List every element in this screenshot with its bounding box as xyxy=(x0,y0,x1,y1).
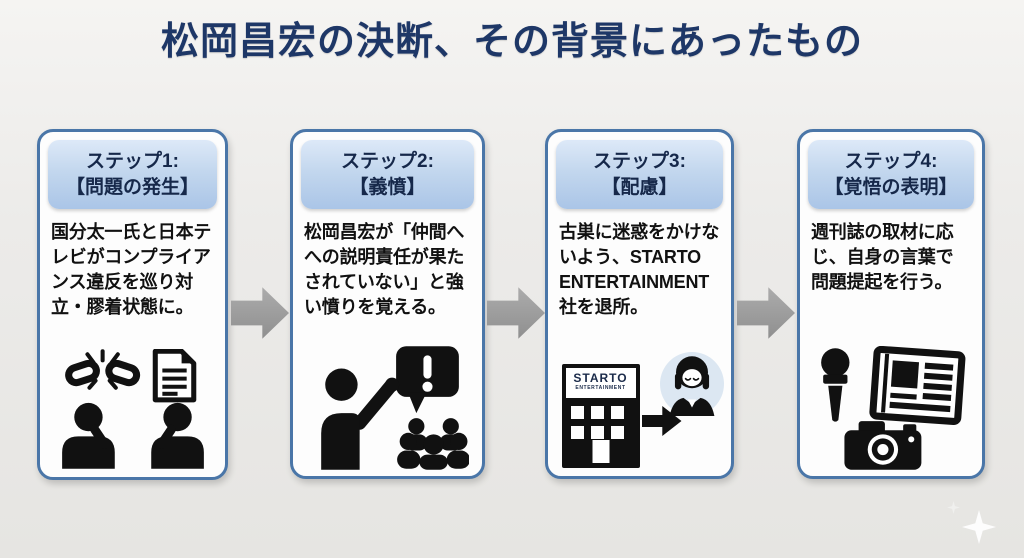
departure-scene-icon: STARTO ENTERTAINMENT xyxy=(556,348,724,470)
flow-arrow-icon-2 xyxy=(487,287,545,339)
step-card-1: ステップ1: 【問題の発生】 国分太一氏と日本テレビがコンプライアンス違反を巡り… xyxy=(37,129,228,480)
sparkle-icon-small xyxy=(947,501,960,514)
step-4-body: 週刊誌の取材に応じ、自身の言葉で問題提起を行う。 xyxy=(811,222,954,292)
step-1-icons xyxy=(40,349,225,471)
step-2-badge: ステップ2: 【義憤】 xyxy=(301,140,474,210)
two-people-facing-icon xyxy=(61,402,204,469)
speaking-person-icon xyxy=(320,368,399,470)
bowing-person-icon xyxy=(659,352,724,416)
step-1-subtitle: 【問題の発生】 xyxy=(65,176,199,198)
protest-scene-icon xyxy=(320,346,469,470)
step-1-badge: ステップ1: 【問題の発生】 xyxy=(48,140,217,210)
step-1-body: 国分太一氏と日本テレビがコンプライアンス違反を巡り対立・膠着状態に。 xyxy=(51,222,212,317)
building-sign-line2: ENTERTAINMENT xyxy=(575,385,626,391)
sparkle-icon xyxy=(962,510,996,544)
building-door xyxy=(592,440,609,463)
flow-arrow-icon-3 xyxy=(737,287,795,339)
step-3-icons: STARTO ENTERTAINMENT xyxy=(548,348,731,470)
newspaper-icon xyxy=(869,346,966,426)
step-2-label: ステップ2: xyxy=(341,151,434,172)
step-card-2: ステップ2: 【義憤】 松岡昌宏が「仲間へへの説明責任が果たされていない」と強い… xyxy=(290,129,485,479)
step-1-label: ステップ1: xyxy=(86,151,179,172)
step-4-badge: ステップ4: 【覚悟の表明】 xyxy=(808,140,974,210)
step-2-body: 松岡昌宏が「仲間へへの説明責任が果たされていない」と強い憤りを覚える。 xyxy=(304,222,465,317)
building-windows xyxy=(570,406,633,439)
press-scene-icon xyxy=(821,346,966,470)
step-card-3: ステップ3: 【配慮】 古巣に迷惑をかけないよう、STARTO ENTERTAI… xyxy=(545,129,734,479)
step-card-4: ステップ4: 【覚悟の表明】 週刊誌の取材に応じ、自身の言葉で問題提起を行う。 xyxy=(797,129,985,479)
flow-arrow-icon-1 xyxy=(231,287,289,339)
step-4-label: ステップ4: xyxy=(844,151,938,172)
step-2-subtitle: 【義憤】 xyxy=(349,176,426,198)
building-sign: STARTO ENTERTAINMENT xyxy=(565,368,636,398)
step-3-badge: ステップ3: 【配慮】 xyxy=(556,140,723,210)
camera-icon xyxy=(844,421,922,470)
conflict-scene-icon xyxy=(61,349,204,469)
building-sign-line1: STARTO xyxy=(573,371,628,385)
page-title: 松岡昌宏の決断、その背景にあったもの xyxy=(160,21,863,63)
step-4-icons xyxy=(800,346,982,470)
document-icon xyxy=(152,349,196,403)
step-4-subtitle: 【覚悟の表明】 xyxy=(824,176,958,198)
step-2-icons xyxy=(293,346,482,470)
step-3-label: ステップ3: xyxy=(593,151,686,172)
crowd-icon xyxy=(396,418,469,470)
step-3-body: 古巣に迷惑をかけないよう、STARTO ENTERTAINMENT社を退所。 xyxy=(559,222,720,317)
office-building-icon: STARTO ENTERTAINMENT xyxy=(561,364,640,468)
broken-chain-icon xyxy=(64,349,140,390)
exclamation-bubble-icon xyxy=(395,346,459,414)
step-3-subtitle: 【配慮】 xyxy=(601,176,678,198)
microphone-icon xyxy=(821,348,850,422)
